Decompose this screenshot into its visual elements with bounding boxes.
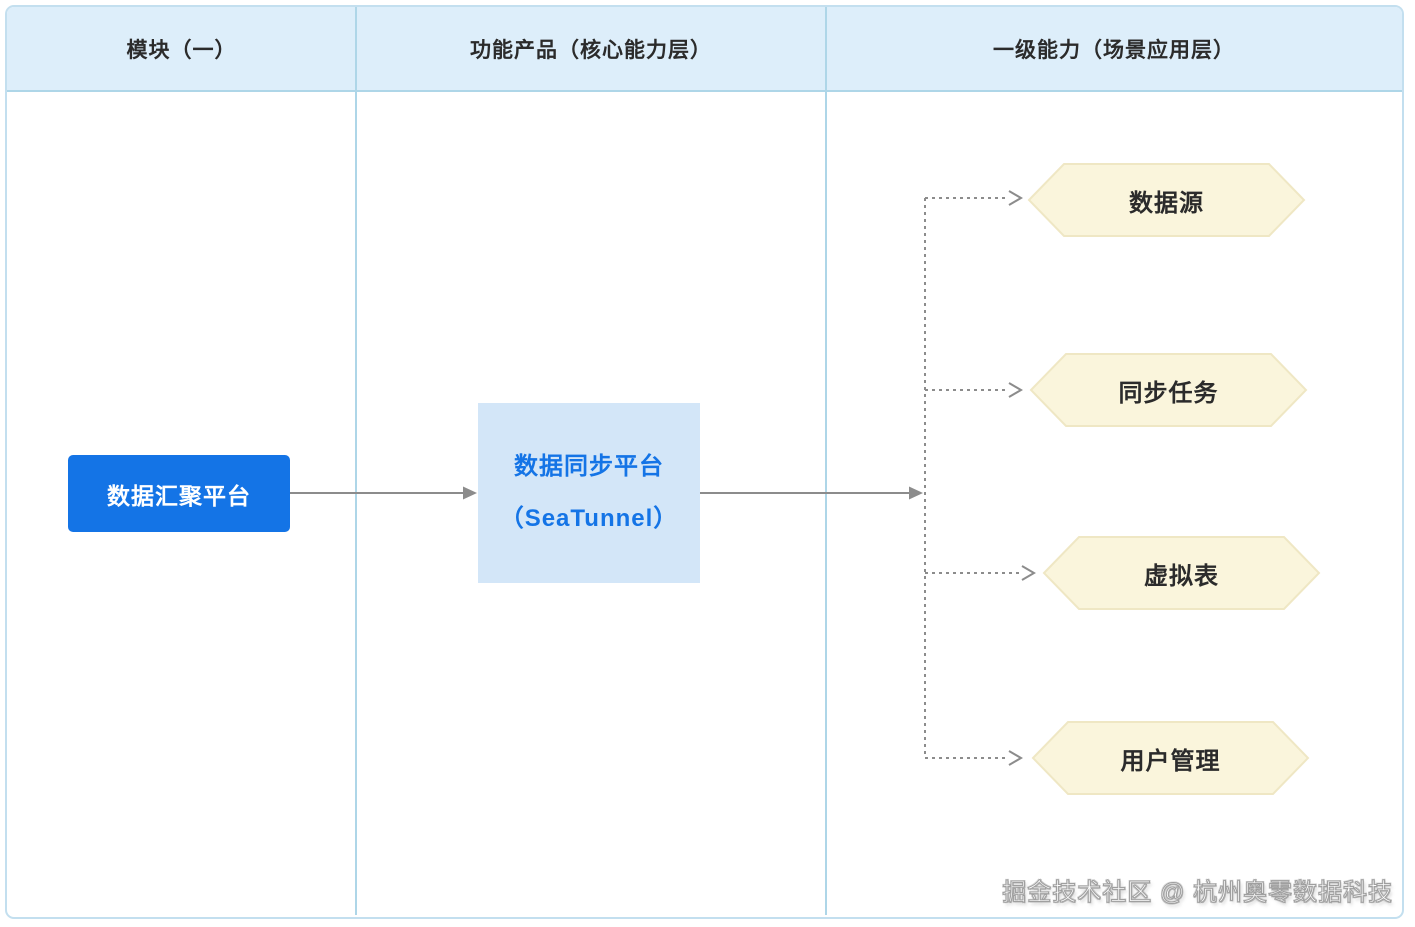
capability-label: 同步任务 [1118,379,1219,407]
header-cell-product: 功能产品（核心能力层） [356,7,826,90]
capability-hexagon-user-management: 用户管理 [1031,721,1310,795]
hexagon-shape-icon [1029,353,1308,427]
capability-label: 用户管理 [1120,747,1221,775]
capability-label: 数据源 [1129,189,1204,217]
product-platform-box: 数据同步平台 （SeaTunnel） [478,403,700,583]
product-platform-label-line2: （SeaTunnel） [499,505,679,532]
hexagon-shape-icon [1042,536,1321,610]
source-platform-box: 数据汇聚平台 [68,455,290,532]
header-label-product: 功能产品（核心能力层） [470,38,712,62]
column-divider-1 [355,7,357,915]
header-cell-capability: 一级能力（场景应用层） [826,7,1402,90]
header-label-capability: 一级能力（场景应用层） [993,38,1235,62]
source-platform-label: 数据汇聚平台 [107,482,251,509]
capability-hexagon-sync-task: 同步任务 [1029,353,1308,427]
capability-hexagon-datasource: 数据源 [1027,163,1306,237]
hexagon-shape-icon [1031,721,1310,795]
header-label-module: 模块（一） [126,38,237,62]
capability-label: 虚拟表 [1144,562,1219,590]
product-platform-label-line1: 数据同步平台 [514,453,664,480]
header-cell-module: 模块（一） [7,7,356,90]
hexagon-shape-icon [1027,163,1306,237]
watermark: 掘金技术社区 @ 杭州奥零数据科技 [1002,879,1393,907]
capability-hexagon-virtual-table: 虚拟表 [1042,536,1321,610]
header-row: 模块（一） 功能产品（核心能力层） 一级能力（场景应用层） [7,7,1402,92]
column-divider-2 [825,7,827,915]
